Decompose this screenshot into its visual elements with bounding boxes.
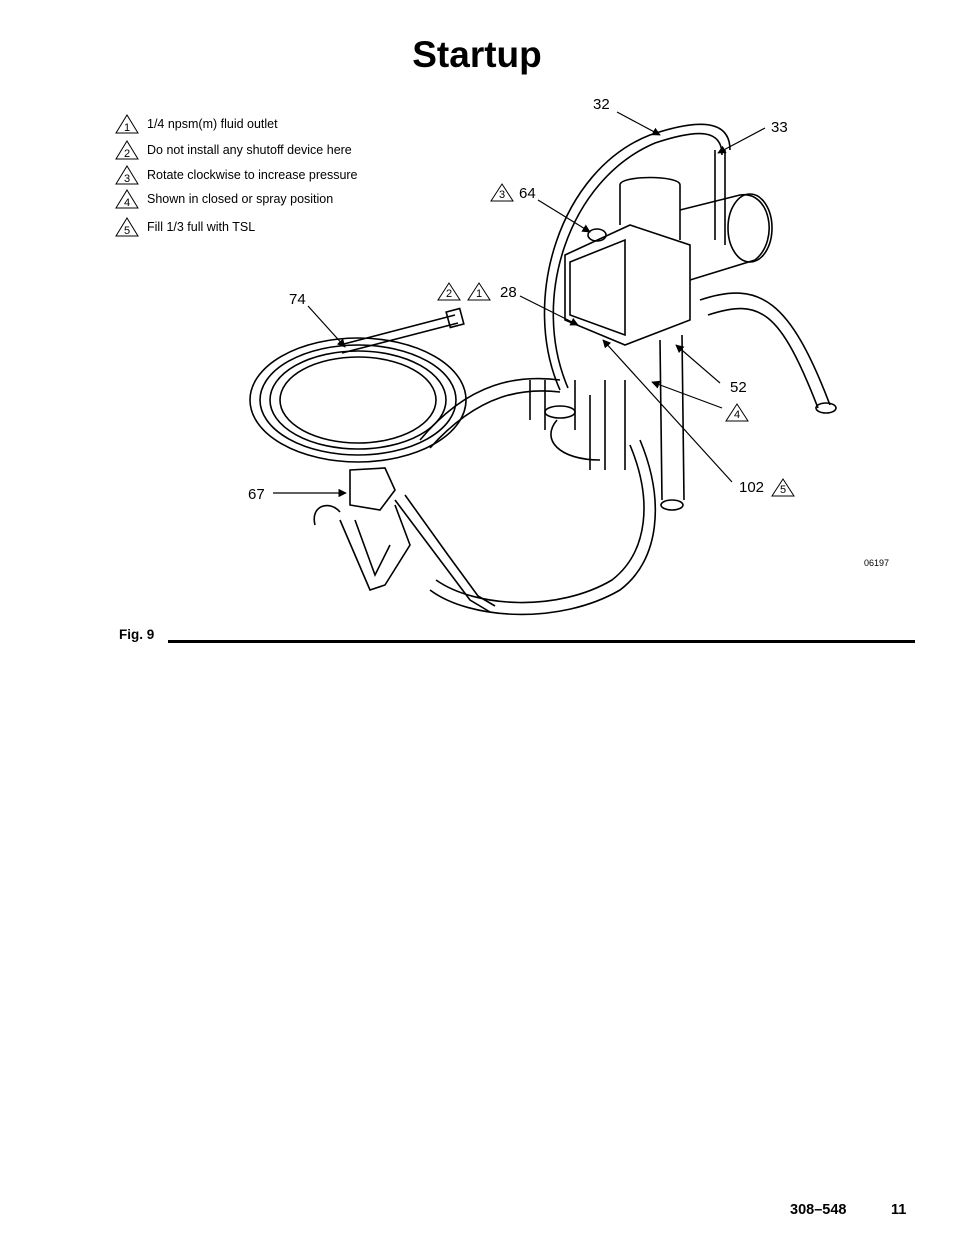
doc-number: 308–548: [790, 1202, 847, 1218]
callout-102: 102: [739, 479, 765, 496]
drawing-id: 06197: [864, 558, 890, 568]
stand-legs: [529, 292, 837, 511]
warning-triangle-icon: 4: [725, 403, 749, 422]
leader-lines: [273, 111, 766, 498]
svg-text:1: 1: [476, 288, 482, 300]
warning-triangle-icon: 5: [771, 478, 795, 497]
legend-text: Fill 1/3 full with TSL: [147, 220, 256, 234]
warning-triangle-icon: 2: [437, 282, 461, 301]
pump-body: [564, 176, 691, 346]
warning-triangle-icon: 2: [115, 140, 139, 160]
callout-67: 67: [248, 486, 265, 503]
legend-number: 4: [124, 197, 130, 209]
warning-triangle-icon: 4: [115, 189, 139, 209]
legend-text: 1/4 npsm(m) fluid outlet: [147, 117, 278, 131]
callout-74: 74: [289, 291, 306, 308]
callout-33: 33: [771, 119, 788, 136]
page-number: 11: [891, 1202, 907, 1218]
hose-coil: [249, 337, 657, 616]
svg-text:2: 2: [446, 288, 452, 300]
legend-text: Rotate clockwise to increase pressure: [147, 168, 358, 182]
svg-text:4: 4: [734, 409, 740, 421]
callout-triangles: 3 2 1 4 5: [437, 183, 795, 497]
legend-text: Do not install any shutoff device here: [147, 143, 352, 157]
frame-handle: [543, 123, 731, 430]
legend-item: 1 1/4 npsm(m) fluid outlet: [115, 114, 278, 134]
hose-end: [339, 307, 465, 354]
warning-triangle-icon: 3: [115, 165, 139, 185]
legend-item: 5 Fill 1/3 full with TSL: [115, 217, 255, 237]
callout-52: 52: [730, 379, 747, 396]
callout-64: 64: [519, 185, 536, 202]
callout-32: 32: [593, 96, 610, 113]
svg-text:5: 5: [780, 484, 786, 496]
warning-triangle-icon: 3: [490, 183, 514, 202]
sprayer-illustration: 3 2 1 4 5: [249, 111, 837, 616]
legend-text: Shown in closed or spray position: [147, 192, 334, 206]
legend-number: 1: [124, 122, 130, 134]
figure-rule: [168, 640, 915, 643]
svg-text:3: 3: [499, 189, 505, 201]
legend-item: 2 Do not install any shutoff device here: [115, 140, 352, 160]
warning-triangle-icon: 5: [115, 217, 139, 237]
legend-number: 3: [124, 173, 130, 185]
warning-triangle-icon: 1: [467, 282, 491, 301]
figure-label: Fig. 9: [119, 627, 155, 642]
callout-28: 28: [500, 284, 517, 301]
spray-gun: [313, 467, 496, 613]
warning-triangle-icon: 1: [115, 114, 139, 134]
page-title: Startup: [412, 34, 542, 75]
legend-item: 3 Rotate clockwise to increase pressure: [115, 165, 358, 185]
motor: [679, 193, 773, 281]
legend-item: 4 Shown in closed or spray position: [115, 189, 333, 209]
legend-number: 5: [124, 225, 130, 237]
legend-number: 2: [124, 148, 130, 160]
